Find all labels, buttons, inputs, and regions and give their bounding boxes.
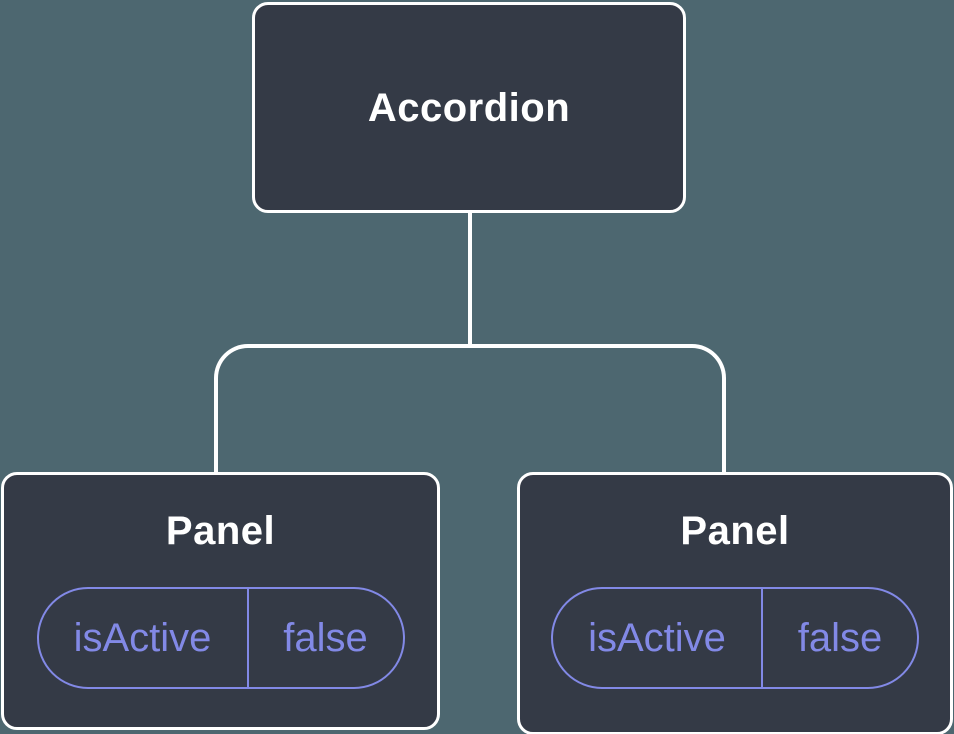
root-node-label: Accordion: [367, 85, 571, 130]
panel-node-left: Panel isActive false: [1, 472, 440, 730]
state-pill: isActive false: [36, 587, 405, 689]
state-key: isActive: [553, 589, 763, 687]
panel-node-right: Panel isActive false: [517, 472, 953, 734]
state-pill: isActive false: [551, 587, 919, 689]
connector-stem-line: [468, 211, 472, 346]
state-value: false: [283, 615, 368, 660]
root-node-accordion: Accordion: [252, 2, 686, 213]
panel-node-label: Panel: [680, 509, 790, 553]
state-key: isActive: [39, 589, 249, 687]
state-value: false: [797, 615, 883, 660]
panel-node-label: Panel: [165, 509, 276, 553]
connector-bracket-line: [214, 344, 726, 472]
